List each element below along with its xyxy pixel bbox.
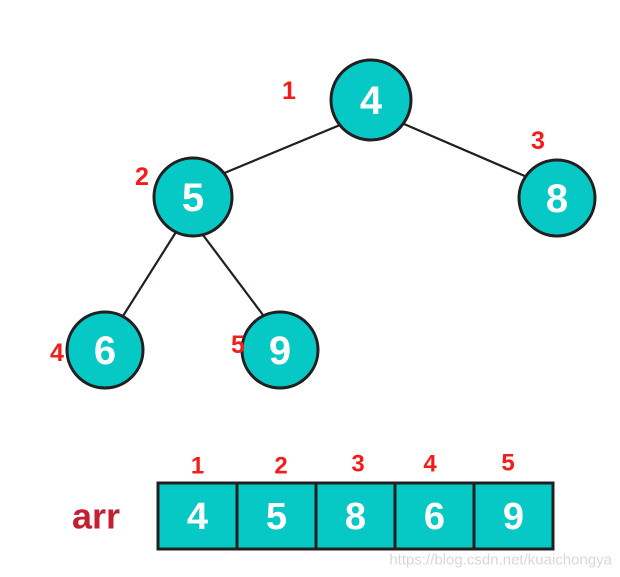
edge-node4-to-node5 (221, 123, 341, 176)
array-cell-value: 6 (424, 496, 445, 538)
tree-node-left-child[interactable]: 5 (152, 156, 234, 238)
node-index-label-3: 3 (531, 127, 545, 155)
tree-node-right-child[interactable]: 8 (517, 158, 597, 238)
node-index-label-4: 4 (50, 339, 64, 367)
node-value-label: 8 (546, 177, 568, 221)
array-cell-value: 8 (345, 496, 366, 538)
edge-node5-to-node9 (202, 234, 264, 316)
array-cell-box[interactable] (235, 481, 318, 551)
node-circle[interactable] (517, 158, 597, 238)
array-cell[interactable]: 9 (472, 481, 555, 551)
array-cell[interactable]: 6 (393, 481, 476, 551)
tree-edges (122, 122, 528, 317)
array-cell-value: 9 (503, 496, 524, 538)
node-index-label-5: 5 (231, 331, 245, 359)
array-index-label-2: 2 (274, 453, 287, 480)
array-index-label-4: 4 (423, 451, 437, 478)
tree-nodes: 4 1 5 2 8 3 6 4 9 5 (50, 58, 597, 390)
array-cell-box[interactable] (472, 481, 555, 551)
tree-node-leaf-right[interactable]: 9 (240, 310, 320, 390)
edge-node5-to-node6 (122, 231, 177, 317)
edge-node4-to-node8 (403, 122, 528, 179)
array-index-label-3: 3 (351, 451, 364, 478)
node-circle[interactable] (329, 58, 413, 142)
node-circle[interactable] (65, 310, 145, 390)
array-index-label-1: 1 (191, 453, 204, 480)
node-value-label: 4 (360, 79, 383, 123)
node-value-label: 9 (269, 329, 291, 373)
array-representation: arr 4 1 5 2 8 3 6 4 (72, 450, 555, 551)
array-cell-box[interactable] (156, 481, 239, 551)
array-index-label-5: 5 (501, 450, 514, 477)
array-cell-value: 4 (187, 496, 208, 538)
watermark-url: https://blog.csdn.net/kuaichongya (389, 552, 612, 569)
node-value-label: 6 (94, 329, 116, 373)
tree-node-leaf-left[interactable]: 6 (65, 310, 145, 390)
node-circle[interactable] (240, 310, 320, 390)
node-value-label: 5 (182, 176, 204, 220)
node-index-label-2: 2 (135, 163, 149, 191)
array-cell[interactable]: 4 (156, 481, 239, 551)
array-cell[interactable]: 5 (235, 481, 318, 551)
array-name-label: arr (72, 496, 120, 537)
array-cell[interactable]: 8 (314, 481, 397, 551)
array-cell-value: 5 (266, 496, 287, 538)
tree-node-root[interactable]: 4 (329, 58, 413, 142)
node-circle[interactable] (152, 156, 234, 238)
node-index-label-1: 1 (282, 77, 296, 105)
array-cell-box[interactable] (314, 481, 397, 551)
